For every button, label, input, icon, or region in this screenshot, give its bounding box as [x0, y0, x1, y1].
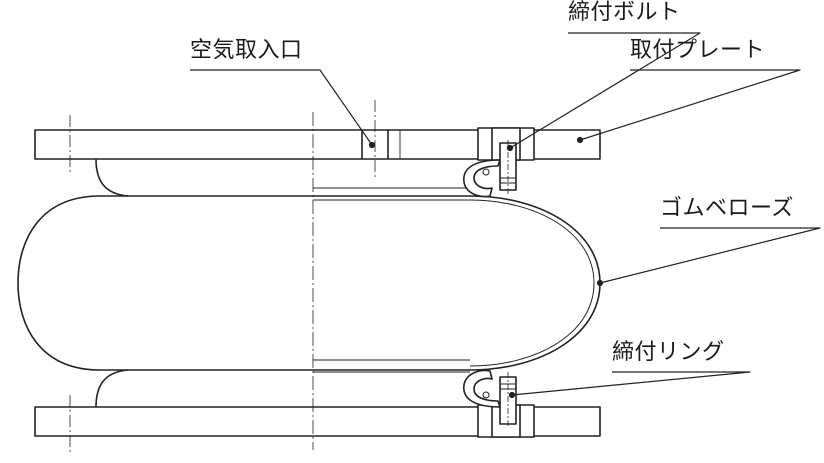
top-clamp-assembly	[463, 140, 517, 198]
leader-lines	[190, 32, 821, 399]
label-clamp-ring: 締付リング	[612, 340, 725, 365]
label-mounting-plate: 取付プレート	[630, 38, 766, 63]
rubber-bellows	[17, 158, 601, 408]
label-clamp-bolt: 締付ボルト	[568, 0, 681, 25]
label-rubber-bellows: ゴムベローズ	[660, 196, 794, 221]
bottom-clamp-assembly	[463, 369, 517, 428]
label-air-inlet: 空気取入口	[190, 38, 303, 63]
